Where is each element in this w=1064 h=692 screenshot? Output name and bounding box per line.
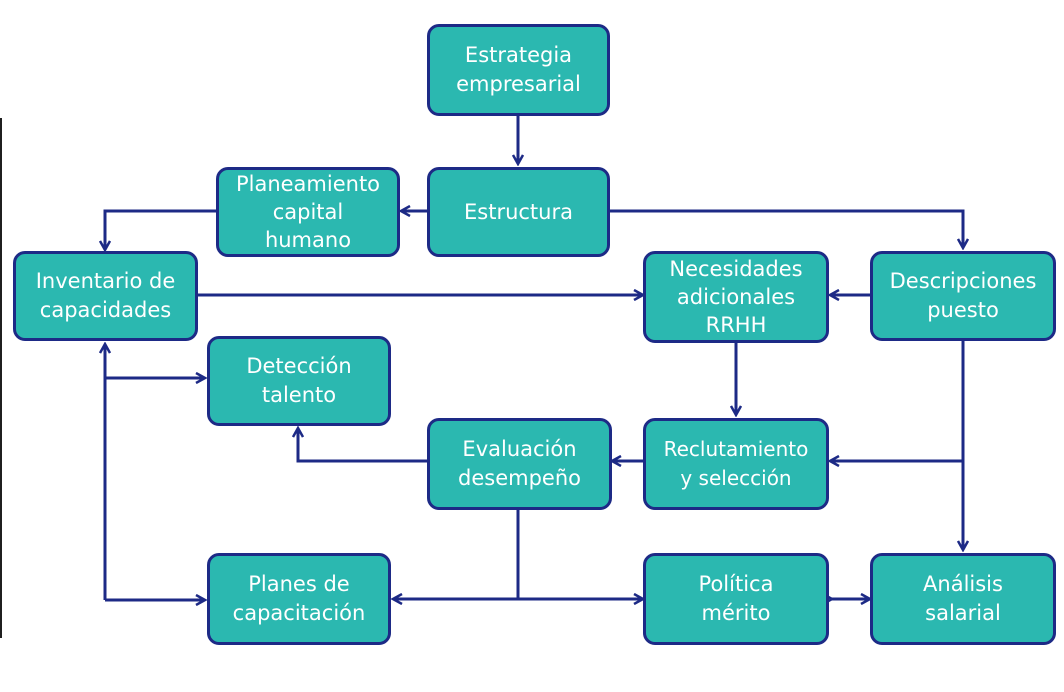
node-estrategia-empresarial[interactable]: Estrategia empresarial — [427, 24, 610, 116]
left-edge-rule — [0, 118, 2, 638]
edge-planeamiento-inventario — [105, 209, 216, 250]
node-inventario-capacidades[interactable]: Inventario de capacidades — [13, 251, 198, 341]
node-deteccion-talento[interactable]: Detección talento — [207, 336, 391, 426]
node-planeamiento-capital-humano[interactable]: Planeamiento capital humano — [216, 167, 400, 257]
node-reclutamiento-seleccion[interactable]: Reclutamiento y selección — [643, 418, 829, 510]
node-planes-capacitacion[interactable]: Planes de capacitación — [207, 553, 391, 645]
node-analisis-salarial[interactable]: Análisis salarial — [870, 553, 1056, 645]
node-estructura[interactable]: Estructura — [427, 167, 610, 257]
edge-evaluacion-deteccion — [298, 428, 427, 463]
node-necesidades-adicionales[interactable]: Necesidades adicionales RRHH — [643, 251, 829, 343]
node-politica-merito[interactable]: Política mérito — [643, 553, 829, 645]
edge-estructura-descripciones — [609, 209, 963, 248]
node-evaluacion-desempeno[interactable]: Evaluación desempeño — [427, 418, 612, 510]
node-descripciones-puesto[interactable]: Descripciones puesto — [870, 251, 1056, 341]
